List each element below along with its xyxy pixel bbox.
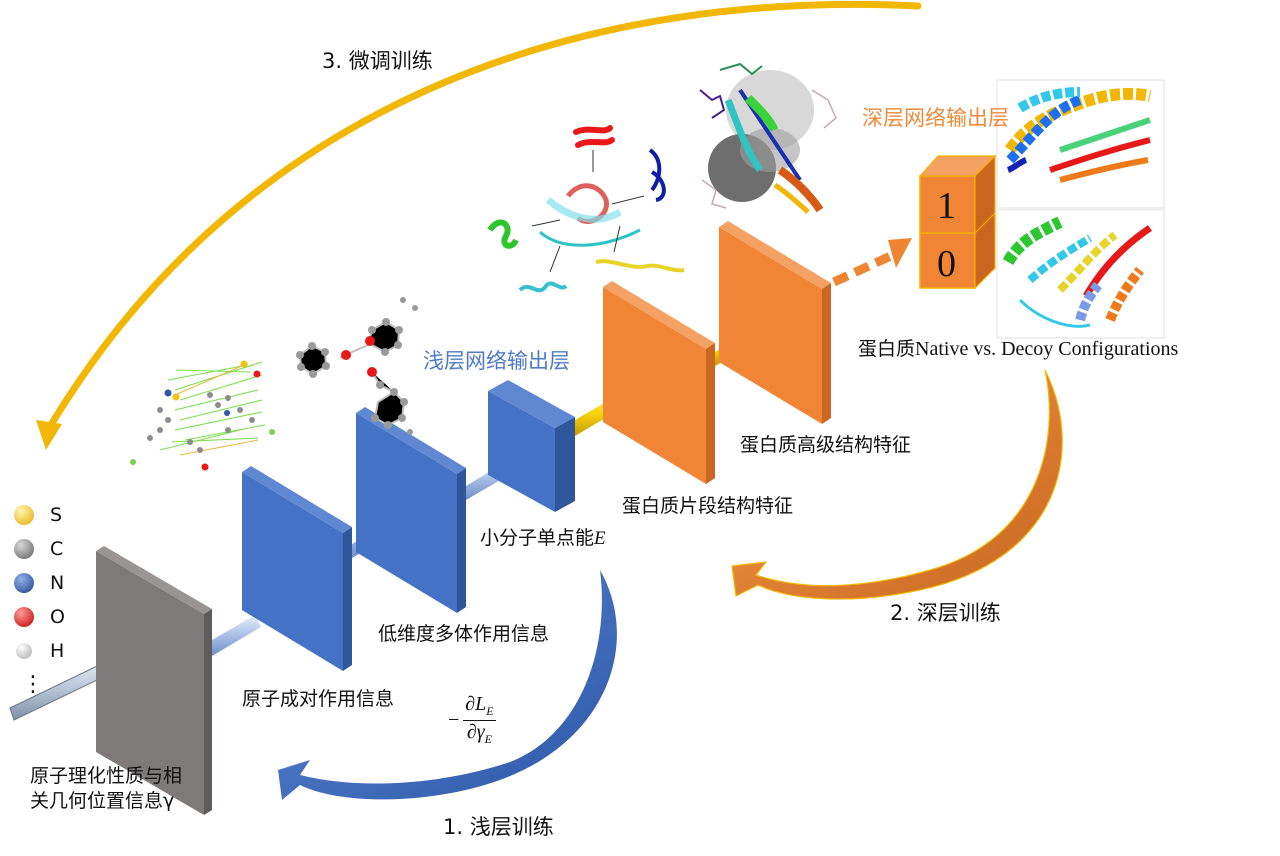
formula-denominator: ∂γE xyxy=(467,721,492,747)
pairwise-layer-panel xyxy=(242,466,352,671)
legend-item-h: H xyxy=(14,634,65,668)
output-cube-bottom-digit: 0 xyxy=(937,243,956,285)
input-layer-label-line2: 关几何位置信息γ xyxy=(30,790,175,812)
deep-training-arc xyxy=(731,369,1063,600)
protein-caption: 蛋白质Native vs. Decoy Configurations xyxy=(858,337,1178,361)
numerator-sub: E xyxy=(486,704,494,718)
pairwise-interaction-molecule-icon xyxy=(130,360,275,471)
legend-item-c: C xyxy=(14,532,65,566)
deep-output-layer-label: 深层网络输出层 xyxy=(862,106,1009,130)
highlevel-layer-label: 蛋白质高级结构特征 xyxy=(740,434,912,456)
denominator-sub: E xyxy=(484,732,493,746)
input-layer-panel xyxy=(96,546,212,815)
legend-symbol: S xyxy=(50,504,63,526)
legend-item-o: O xyxy=(14,600,65,634)
denominator-text: ∂γ xyxy=(466,721,485,743)
highlevel-layer-panel xyxy=(719,221,831,424)
ellipsis-icon: ⋮ xyxy=(22,672,44,697)
protein-fragments-icon xyxy=(487,125,685,293)
energy-layer-label: 小分子单点能E xyxy=(480,526,606,551)
finetune-arc xyxy=(36,0,922,450)
shallow-training-label: 1. 浅层训练 xyxy=(443,815,554,839)
legend-symbol: N xyxy=(50,572,65,594)
sulfur-ball-icon xyxy=(14,505,34,525)
output-cube-top-digit: 1 xyxy=(937,185,956,227)
protein-complex-icon xyxy=(699,62,837,214)
legend-symbol: C xyxy=(50,538,64,560)
carbon-ball-icon xyxy=(14,539,34,559)
formula-fraction: ∂LE ∂γE xyxy=(463,693,496,747)
output-cube xyxy=(918,154,997,290)
nitrogen-ball-icon xyxy=(14,573,34,593)
finetune-arrowhead xyxy=(36,420,62,450)
energy-variable: E xyxy=(594,528,606,549)
manybody-layer-panel xyxy=(356,407,466,613)
decoy-protein-icon xyxy=(996,209,1165,339)
hydrogen-ball-icon xyxy=(16,643,32,659)
oxygen-ball-icon xyxy=(14,607,34,627)
legend-item-n: N xyxy=(14,566,65,600)
manybody-layer-label: 低维度多体作用信息 xyxy=(378,623,550,645)
native-protein-icon xyxy=(996,79,1165,209)
manybody-molecule-icon xyxy=(296,297,418,435)
finetune-training-label: 3. 微调训练 xyxy=(322,49,433,73)
formula-minus: − xyxy=(448,708,460,731)
legend-symbol: O xyxy=(50,606,65,628)
legend-more: ⋮ xyxy=(14,668,65,702)
dashed-arrow-to-output xyxy=(832,238,912,287)
atom-legend: S C N O H ⋮ xyxy=(14,498,65,702)
input-layer-label-line1: 原子理化性质与相 xyxy=(30,765,183,787)
gradient-formula: − ∂LE ∂γE xyxy=(448,693,496,747)
energy-layer-panel xyxy=(488,380,575,512)
fragment-layer-panel xyxy=(603,281,715,484)
formula-numerator: ∂LE xyxy=(463,693,496,721)
numerator-text: ∂L xyxy=(465,693,487,715)
legend-symbol: H xyxy=(50,640,65,662)
fragment-layer-label: 蛋白质片段结构特征 xyxy=(622,495,794,517)
energy-label-prefix: 小分子单点能 xyxy=(480,527,595,549)
pairwise-layer-label: 原子成对作用信息 xyxy=(242,688,395,710)
deep-training-label: 2. 深层训练 xyxy=(890,601,1001,625)
shallow-output-layer-label: 浅层网络输出层 xyxy=(423,349,570,373)
protein-caption-text: Native vs. Decoy Configurations xyxy=(915,338,1179,360)
protein-caption-prefix: 蛋白质 xyxy=(858,338,916,360)
legend-item-s: S xyxy=(14,498,65,532)
